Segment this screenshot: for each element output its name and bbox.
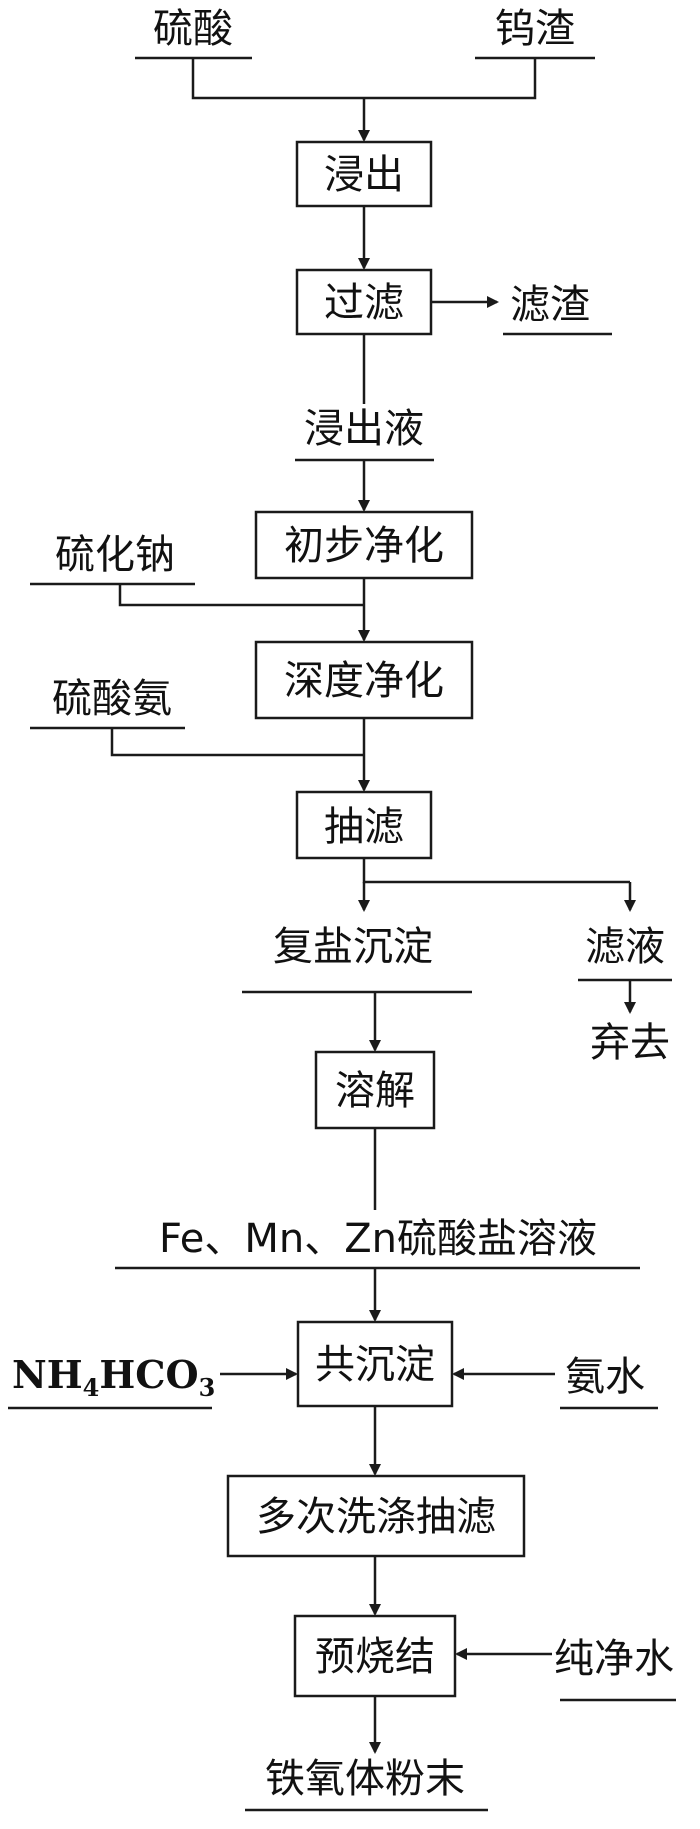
output-filter-residue: 滤渣 <box>510 282 590 328</box>
line-ammonium-sulfate <box>110 728 364 757</box>
input-tungsten-slag: 钨渣 <box>495 6 575 52</box>
output-filtrate: 滤液 <box>585 924 665 970</box>
nh4hco3-sub-4: 4 <box>83 1373 100 1402</box>
input-nh4hco3: NH4HCO3 <box>12 1352 215 1402</box>
step-coprecip: 共沉淀 <box>315 1342 435 1388</box>
step-deep-purify: 深度净化 <box>284 658 444 704</box>
output-discard: 弃去 <box>590 1020 670 1066</box>
step-box-deep-purify <box>254 640 474 720</box>
step-box-presinter <box>293 1614 457 1698</box>
input-ammonium-sulfate: 硫酸氨 <box>52 676 172 722</box>
step-box-leach <box>295 140 433 208</box>
input-sulfuric-acid: 硫酸 <box>153 6 233 52</box>
nh4hco3-sub-3: 3 <box>199 1373 216 1402</box>
step-box-suction-filter <box>295 790 433 860</box>
output-sulfate-solution: Fe、Mn、Zn硫酸盐溶液 <box>159 1216 597 1262</box>
step-presinter: 预烧结 <box>315 1634 435 1680</box>
step-dissolve: 溶解 <box>335 1068 415 1114</box>
input-pure-water: 纯净水 <box>554 1636 674 1682</box>
merge-line-top <box>191 58 537 100</box>
step-primary-purify: 初步净化 <box>284 523 444 569</box>
step-suction-filter: 抽滤 <box>324 804 404 850</box>
input-ammonia-water: 氨水 <box>565 1354 645 1400</box>
nh4hco3-hco: HCO <box>99 1352 198 1397</box>
split-line <box>362 858 630 884</box>
step-box-wash-filter <box>226 1474 526 1558</box>
step-filter: 过滤 <box>324 280 404 326</box>
output-ferrite-powder: 铁氧体粉末 <box>265 1756 465 1802</box>
input-sodium-sulfide: 硫化钠 <box>55 532 175 578</box>
nh4hco3-nh: NH <box>12 1352 83 1397</box>
step-wash-filter: 多次洗涤抽滤 <box>256 1494 496 1540</box>
output-double-salt: 复盐沉淀 <box>273 924 433 970</box>
step-leach: 浸出 <box>324 152 404 198</box>
line-sodium-sulfide <box>118 584 364 607</box>
output-leachate: 浸出液 <box>304 406 424 452</box>
